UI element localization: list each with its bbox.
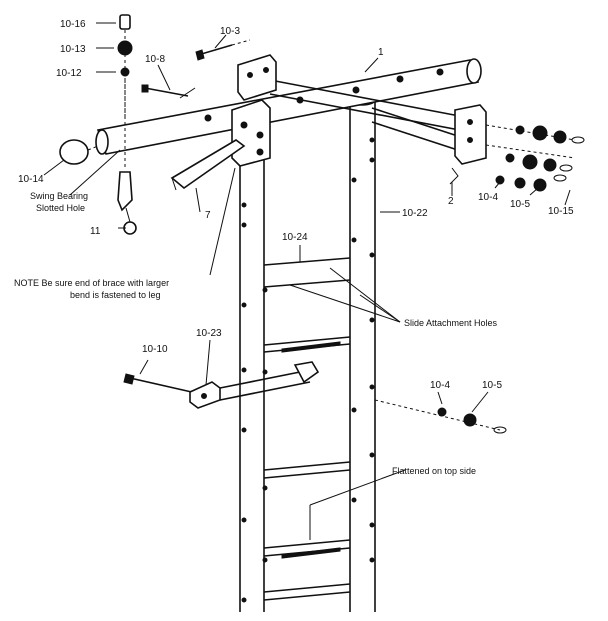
top-bracket-left bbox=[237, 54, 277, 101]
ladder-rails bbox=[239, 94, 376, 612]
label-swing-bearing: Swing Bearing bbox=[30, 191, 88, 201]
label-10-22: 10-22 bbox=[402, 208, 428, 219]
label-10-5-top: 10-5 bbox=[510, 199, 530, 210]
back-beam bbox=[269, 79, 471, 155]
center-bracket bbox=[231, 99, 271, 167]
label-1: 1 bbox=[378, 47, 384, 58]
label-10-14: 10-14 bbox=[18, 174, 44, 185]
label-7: 7 bbox=[205, 210, 211, 221]
bolt-10-8 bbox=[141, 84, 196, 99]
top-beam bbox=[95, 58, 482, 155]
part-labels: 10-16 10-13 10-12 10-8 10-3 1 10-14 Swin… bbox=[14, 19, 574, 476]
left-hardware bbox=[117, 14, 133, 120]
label-10-24: 10-24 bbox=[282, 232, 308, 243]
label-10-5-bottom: 10-5 bbox=[482, 380, 502, 391]
bolt-10-3 bbox=[195, 39, 251, 61]
end-cap-10-14 bbox=[59, 139, 99, 165]
swing-hanger bbox=[117, 80, 137, 235]
label-10-23: 10-23 bbox=[196, 328, 222, 339]
label-flattened-top-side: Flattened on top side bbox=[392, 466, 476, 476]
label-10-16: 10-16 bbox=[60, 19, 86, 30]
note-line-1: NOTE Be sure end of brace with larger bbox=[14, 278, 169, 288]
label-10-4-bottom: 10-4 bbox=[430, 380, 450, 391]
label-10-8: 10-8 bbox=[145, 54, 165, 65]
note-line-2: bend is fastened to leg bbox=[70, 290, 161, 300]
label-10-13: 10-13 bbox=[60, 44, 86, 55]
label-slide-attachment-holes: Slide Attachment Holes bbox=[404, 318, 498, 328]
brace-7 bbox=[170, 139, 246, 191]
right-bracket bbox=[449, 104, 487, 185]
label-11: 11 bbox=[90, 226, 101, 237]
right-hardware bbox=[485, 124, 585, 192]
label-10-15: 10-15 bbox=[548, 206, 574, 217]
ladder-rungs bbox=[263, 257, 351, 601]
label-2: 2 bbox=[448, 196, 454, 207]
rail-holes bbox=[241, 137, 375, 603]
label-slotted-hole: Slotted Hole bbox=[36, 203, 85, 213]
label-10-10: 10-10 bbox=[142, 344, 168, 355]
lower-bracket-10-23 bbox=[189, 361, 320, 409]
bolt-10-10 bbox=[123, 373, 197, 394]
label-10-4-top: 10-4 bbox=[478, 192, 498, 203]
label-10-12: 10-12 bbox=[56, 68, 82, 79]
leader-lines bbox=[43, 22, 571, 540]
lower-right-hardware bbox=[374, 399, 507, 434]
label-10-3: 10-3 bbox=[220, 26, 240, 37]
